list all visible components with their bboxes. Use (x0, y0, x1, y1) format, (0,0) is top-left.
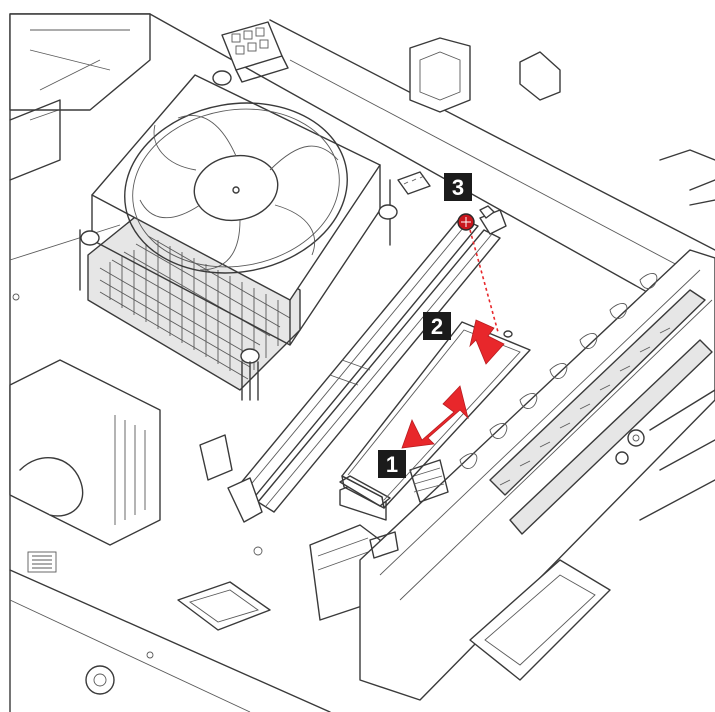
power-connector (221, 21, 289, 83)
step-label-3: 3 (452, 175, 464, 200)
cooling-fan-icon (80, 70, 398, 401)
fan-header-connector (397, 171, 431, 195)
lower-left-components (9, 293, 381, 695)
step-badge-1: 1 (378, 450, 406, 478)
chassis-bracket (409, 37, 715, 206)
step-badge-2: 2 (423, 312, 451, 340)
top-left-component (9, 13, 151, 181)
step-label-1: 1 (386, 452, 398, 477)
step-badge-3: 3 (444, 173, 472, 201)
screw-icon (457, 205, 495, 231)
expansion-card-bracket (339, 249, 715, 701)
step-label-2: 2 (431, 314, 443, 339)
memory-slots (227, 209, 507, 523)
red-arrow-icon (401, 319, 505, 449)
heatsink-icon (79, 179, 391, 391)
